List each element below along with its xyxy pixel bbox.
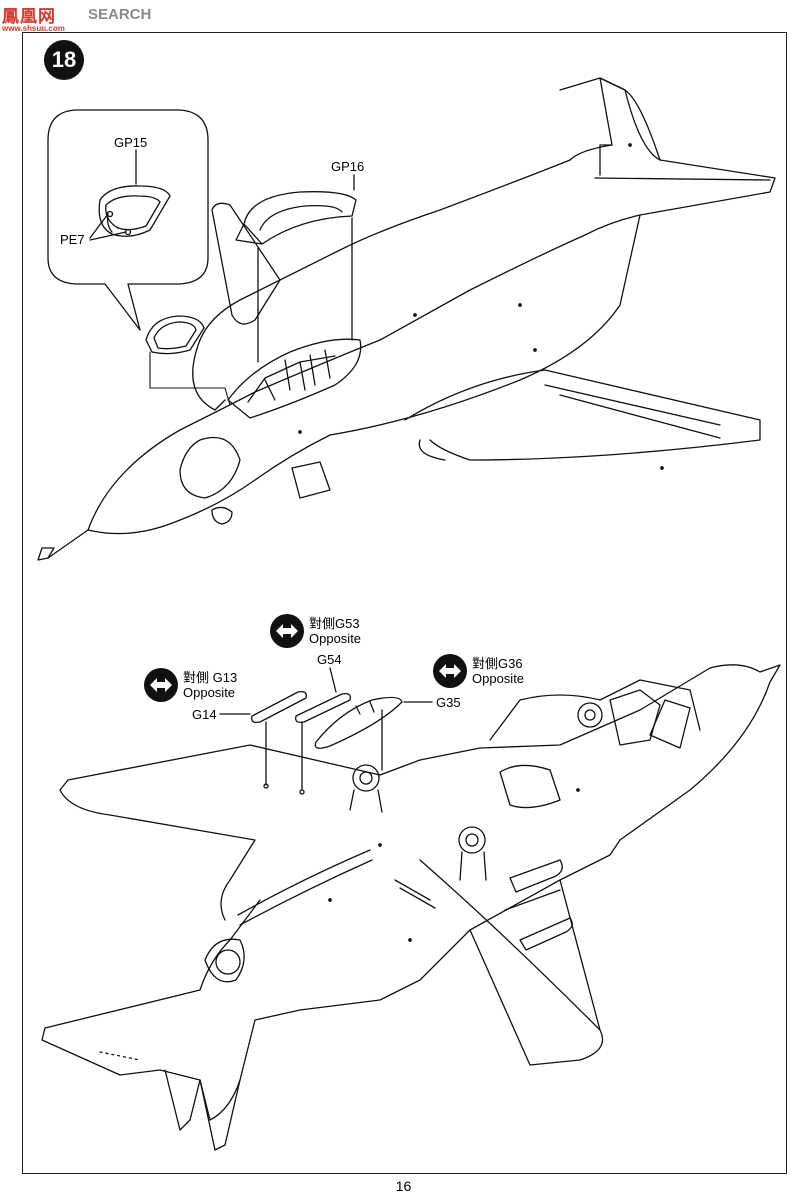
- watermark-text: SEARCH: [88, 6, 152, 23]
- callout-pe7: PE7: [60, 232, 85, 247]
- callout-gp16: GP16: [331, 159, 365, 174]
- double-arrow-icon: [270, 614, 304, 648]
- opposite-note-g13: 對側 G13 Opposite: [144, 668, 237, 702]
- opposite-label: Opposite: [472, 671, 525, 686]
- top-aircraft-drawing: [37, 77, 776, 561]
- bottom-aircraft-drawing: [41, 664, 781, 1151]
- double-arrow-icon: [433, 654, 467, 688]
- callout-g54: G54: [317, 652, 342, 667]
- opposite-label: Opposite: [183, 685, 236, 700]
- callout-g14: G14: [192, 707, 217, 722]
- opposite-cjk: 對側: [309, 616, 336, 631]
- step-number-badge: 18: [44, 40, 84, 80]
- opposite-cjk: 對側: [183, 670, 210, 685]
- callout-gp15: GP15: [114, 135, 148, 150]
- opposite-label: Opposite: [309, 631, 362, 646]
- opposite-note-g36: 對側G36 Opposite: [433, 654, 524, 688]
- watermark-logo: 鳳凰网: [2, 7, 56, 26]
- double-arrow-icon: [144, 668, 178, 702]
- page-number: 16: [395, 1178, 412, 1194]
- opposite-part: G53: [335, 616, 360, 631]
- callout-g35: G35: [436, 695, 461, 710]
- opposite-part: G36: [498, 656, 523, 671]
- opposite-part: G13: [212, 670, 238, 685]
- page-frame: [22, 32, 787, 1174]
- opposite-note-g53: 對側G53 Opposite: [270, 614, 361, 648]
- watermark: 鳳凰网 SEARCH www.shsuu.com: [2, 2, 162, 33]
- opposite-cjk: 對側: [472, 656, 499, 671]
- watermark-url: www.shsuu.com: [2, 24, 65, 33]
